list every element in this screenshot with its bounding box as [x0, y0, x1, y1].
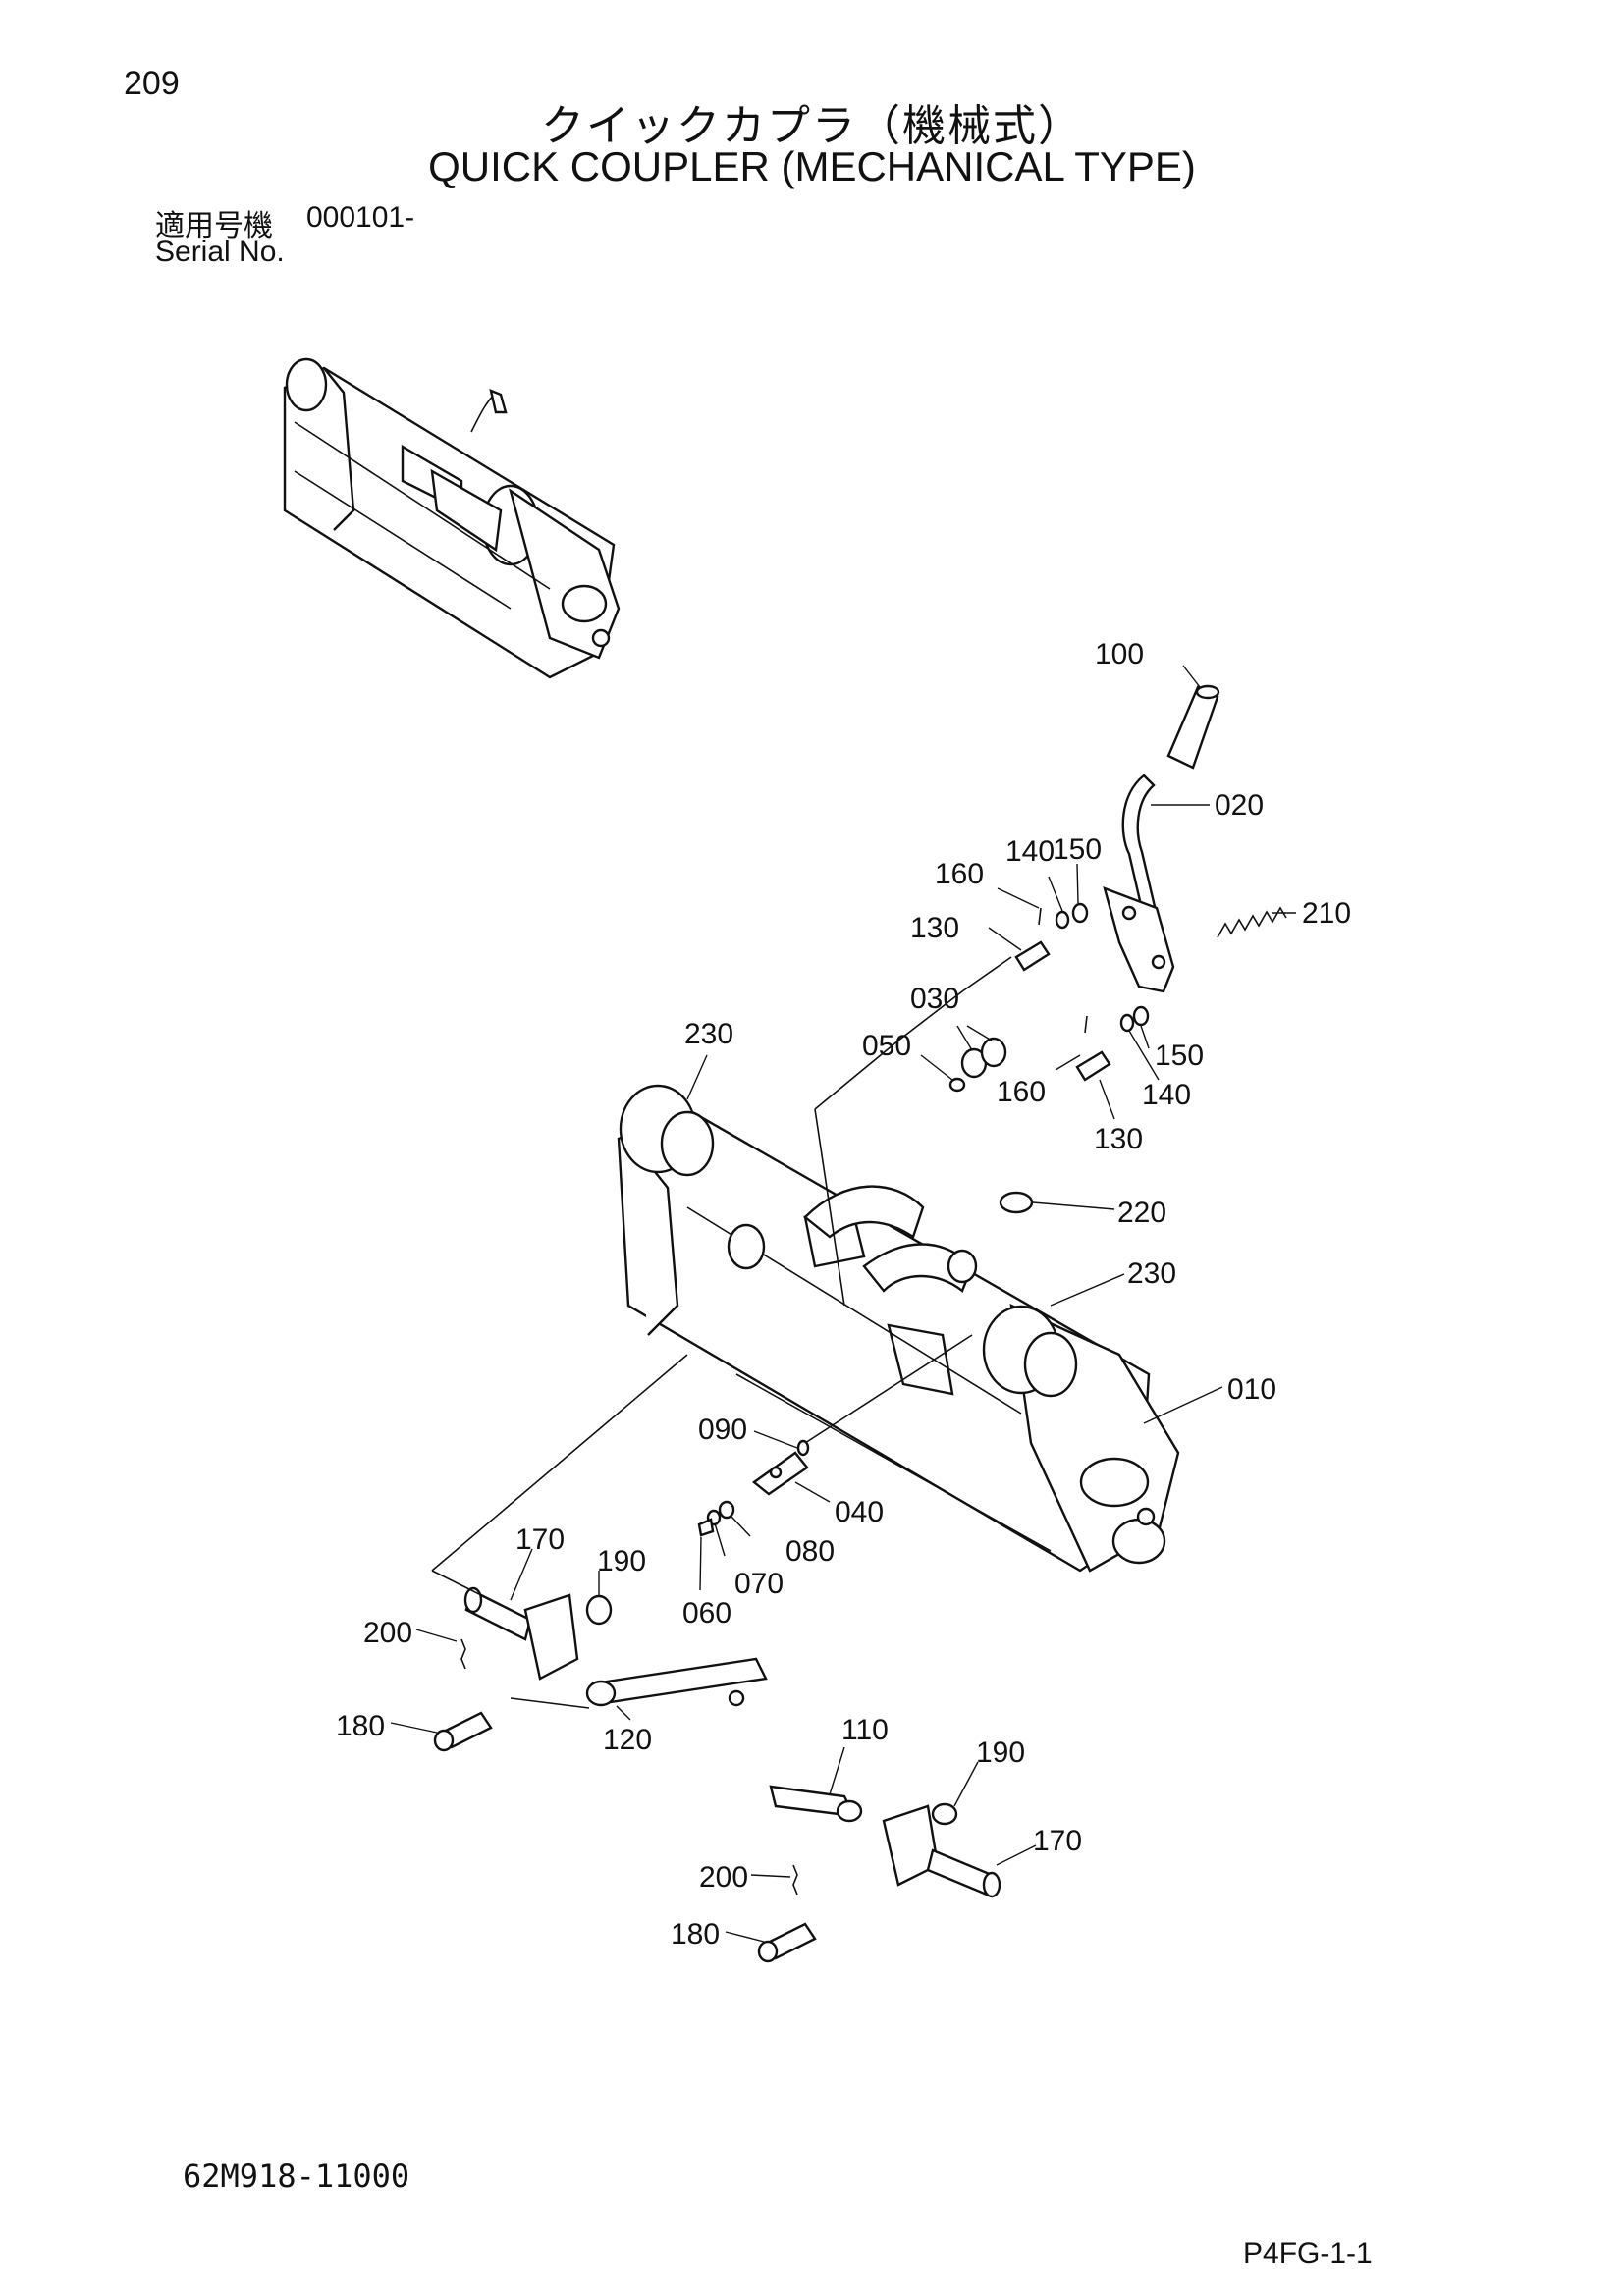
bracket-040 — [752, 1451, 809, 1496]
pin-180-right — [757, 1922, 817, 1963]
callout-100: 100 — [1095, 638, 1144, 670]
washer-150-lower — [1132, 1005, 1150, 1027]
pin-130-lower — [1075, 1050, 1111, 1082]
washer-140-lower — [1119, 1013, 1135, 1033]
pin-160-upper — [1038, 907, 1042, 926]
callout-130-lower: 130 — [1094, 1123, 1143, 1155]
callout-050: 050 — [862, 1030, 911, 1062]
pin-200-right — [792, 1864, 798, 1896]
callout-150-lower: 150 — [1155, 1040, 1204, 1072]
callout-010: 010 — [1227, 1373, 1276, 1406]
callout-120: 120 — [603, 1724, 652, 1756]
coupler-frame-010 — [617, 1107, 1180, 1573]
callout-180-right: 180 — [671, 1918, 720, 1950]
callout-180-left: 180 — [336, 1710, 385, 1742]
pin-200-left — [460, 1638, 466, 1670]
page-title-japanese: クイックカプラ（機械式） — [541, 101, 1083, 151]
callout-160-upper: 160 — [935, 858, 984, 890]
bushing-030 — [960, 1037, 1007, 1079]
lever-020 — [1103, 774, 1175, 993]
callout-040: 040 — [835, 1496, 884, 1528]
callout-070: 070 — [734, 1568, 784, 1600]
callout-140-upper: 140 — [1005, 835, 1055, 868]
pin-130-upper — [1014, 940, 1051, 972]
callout-130-upper: 130 — [910, 912, 959, 944]
callout-160-lower: 160 — [997, 1076, 1046, 1108]
callout-140-lower: 140 — [1142, 1079, 1191, 1111]
callout-190-left: 190 — [597, 1545, 646, 1577]
pin-160-lower — [1084, 1015, 1088, 1034]
pin-230-upper — [619, 1084, 715, 1177]
assembly-guide-lines — [431, 956, 1012, 1709]
washer-190-right — [931, 1802, 958, 1826]
bolt-060 — [697, 1518, 715, 1537]
page-number: 209 — [124, 65, 180, 102]
callout-200-right: 200 — [699, 1861, 748, 1894]
washer-050 — [948, 1077, 966, 1093]
shaft-170-left — [463, 1586, 579, 1681]
pin-180-left — [433, 1711, 493, 1752]
shaft-170-right — [882, 1804, 1001, 1898]
washer-140-upper — [1055, 910, 1070, 930]
callout-220: 220 — [1117, 1197, 1166, 1229]
clip-220 — [999, 1191, 1034, 1214]
callout-080: 080 — [785, 1535, 835, 1568]
callout-190-right: 190 — [976, 1736, 1025, 1769]
link-120 — [585, 1657, 768, 1707]
document-code: 62M918-11000 — [183, 2158, 410, 2195]
callout-060: 060 — [682, 1597, 731, 1629]
page-title-english: QUICK COUPLER (MECHANICAL TYPE) — [428, 143, 1196, 189]
serial-label-english: Serial No. — [155, 236, 285, 268]
callout-230-upper: 230 — [684, 1018, 733, 1050]
washer-080 — [718, 1500, 735, 1520]
callout-020: 020 — [1215, 789, 1264, 822]
washer-150-upper — [1071, 902, 1089, 924]
callout-150-upper: 150 — [1053, 833, 1102, 866]
serial-number-value: 000101- — [306, 201, 415, 234]
callout-labels: 100 020 150 140 160 130 210 030 050 230 … — [336, 638, 1351, 1950]
pin-090 — [796, 1439, 810, 1457]
callout-230-lower: 230 — [1127, 1257, 1176, 1290]
callout-090: 090 — [698, 1414, 747, 1446]
spring-210 — [1217, 906, 1287, 938]
page-code: P4FG-1-1 — [1243, 2237, 1373, 2269]
leader-lines — [390, 665, 1296, 1943]
serial-label-japanese: 適用号機 — [155, 209, 273, 243]
callout-170-right: 170 — [1033, 1825, 1082, 1857]
callout-110: 110 — [841, 1714, 889, 1746]
link-110 — [769, 1785, 863, 1823]
grip-100 — [1166, 684, 1220, 770]
washer-190-left — [585, 1594, 613, 1626]
callout-210: 210 — [1302, 897, 1351, 930]
callout-170-left: 170 — [515, 1523, 565, 1556]
pin-230-lower — [982, 1305, 1078, 1398]
assembly-overview-illustration — [283, 357, 621, 679]
callout-200-left: 200 — [363, 1617, 412, 1649]
callout-030: 030 — [910, 983, 959, 1015]
